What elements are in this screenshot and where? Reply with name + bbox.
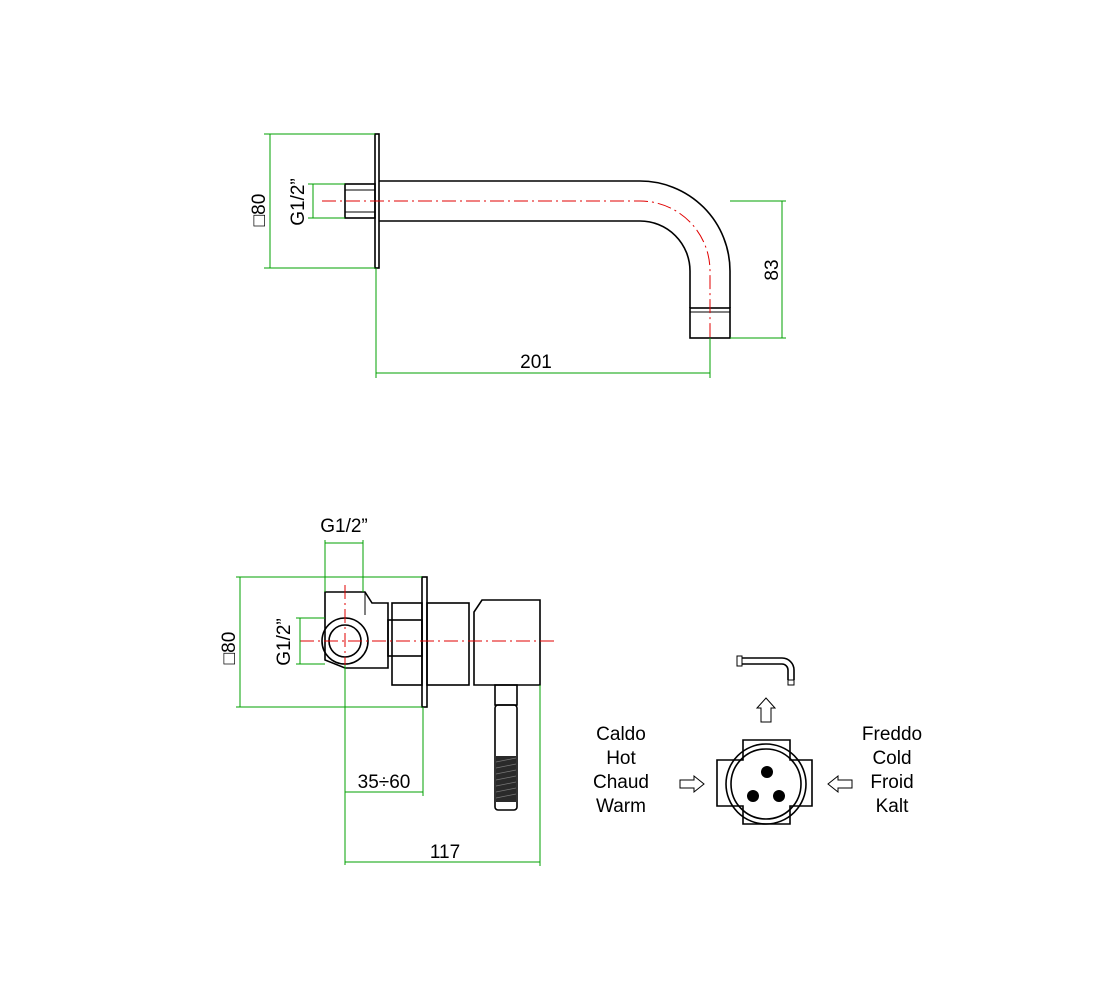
valve-lever-neck [494, 684, 518, 706]
spout-pipe-inner [379, 220, 691, 308]
outlet-arrow-icon [755, 697, 777, 723]
mixer-body [716, 739, 813, 825]
spout-pipe-outer [379, 180, 731, 308]
valve-overall-depth-label: 117 [430, 842, 460, 863]
spout-drop-label: 83 [762, 259, 783, 280]
cold-label-en: Cold [872, 748, 911, 769]
port-dot-top [761, 766, 773, 778]
valve-thread-side-label: G1/2” [274, 618, 295, 666]
mixer-cartridge-outer [725, 743, 807, 825]
valve-trim-ring [426, 602, 470, 686]
valve-cartridge-housing [391, 602, 423, 686]
cold-inlet-arrow-icon [827, 774, 853, 794]
spout-flange-size-label: □80 [249, 194, 270, 227]
mixer-cartridge-inner [730, 748, 802, 820]
spout-projection-label: 201 [520, 352, 552, 373]
valve-thread-top-label: G1/2” [320, 516, 368, 537]
valve-wall-depth-label: 35÷60 [358, 772, 411, 793]
hot-label-it: Caldo [596, 724, 646, 745]
hot-label-de: Warm [596, 796, 646, 817]
hot-label-en: Hot [606, 748, 636, 769]
spout-thread-label: G1/2” [288, 178, 309, 226]
valve-lever-handle [494, 704, 518, 811]
port-dot-right [773, 790, 785, 802]
hot-label-fr: Chaud [593, 772, 649, 793]
valve-knurled-grip [496, 756, 516, 802]
schematic-spout-icon [736, 655, 795, 686]
spout-centerline [322, 200, 711, 350]
cold-label-de: Kalt [876, 796, 909, 817]
spout-view: □80 G1/2” 201 83 [249, 133, 786, 378]
cold-label-it: Freddo [862, 724, 922, 745]
flow-schematic: Caldo Hot Chaud Warm Freddo Cold Froid K… [593, 655, 922, 825]
valve-lever-head [473, 599, 541, 686]
hot-inlet-arrow-icon [679, 774, 705, 794]
valve-flange-size-label: □80 [219, 632, 240, 665]
cold-label-fr: Froid [870, 772, 913, 793]
valve-view: G1/2” □80 G1/2” 35÷60 117 [219, 516, 555, 866]
port-dot-left [747, 790, 759, 802]
